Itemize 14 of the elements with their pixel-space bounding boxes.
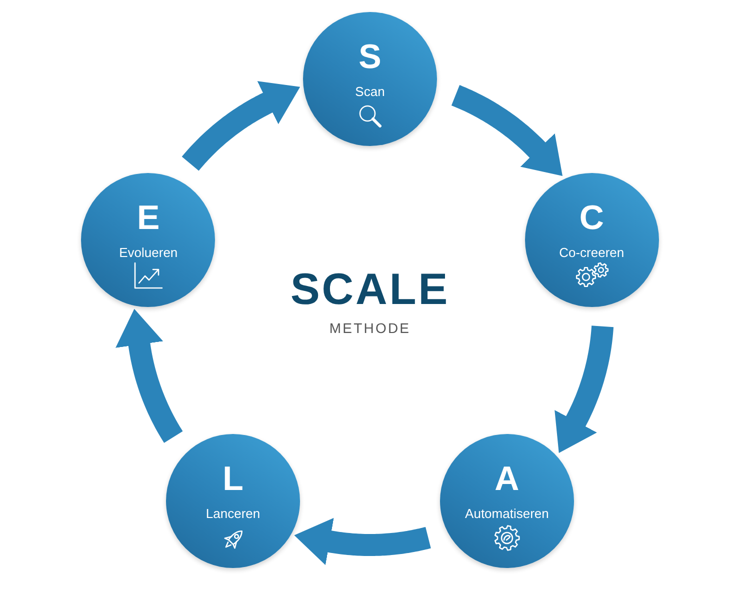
step-letter: S	[358, 39, 382, 75]
step-letter: A	[494, 460, 520, 496]
step-label: Automatiseren	[465, 506, 549, 522]
step-label: Co-creeren	[559, 244, 624, 261]
step-letter: L	[222, 460, 244, 496]
curved-arrow	[181, 81, 300, 172]
step-label: Scan	[355, 84, 385, 100]
step-label: Evolueren	[119, 244, 178, 261]
curved-arrow	[116, 308, 183, 446]
title: SCALE	[290, 265, 450, 315]
subtitle: METHODE	[329, 320, 411, 336]
step-label: Lanceren	[206, 506, 260, 522]
step-letter: C	[579, 200, 604, 236]
step-letter: E	[137, 200, 160, 236]
